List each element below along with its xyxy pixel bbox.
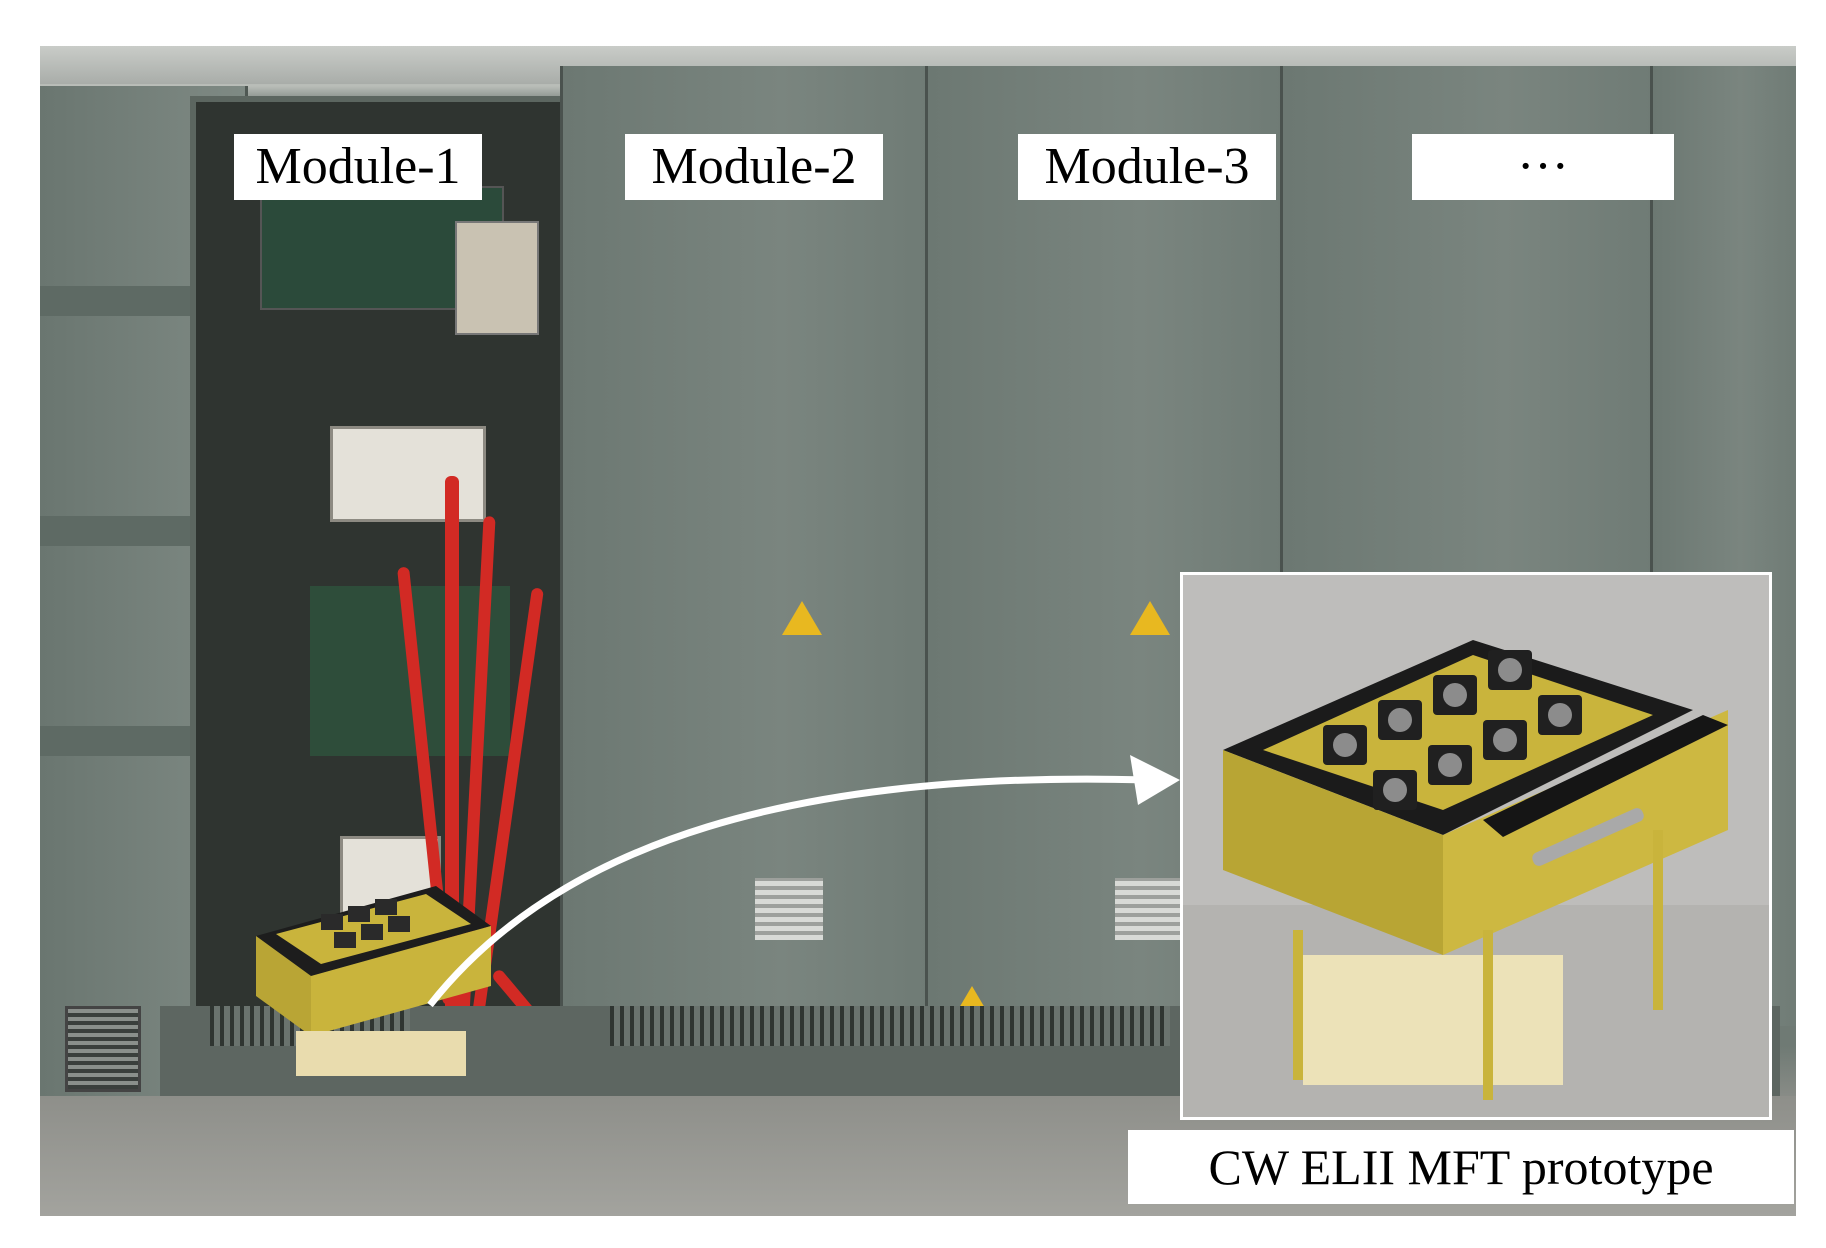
module-2-label: Module-2	[625, 134, 883, 200]
mft-prototype-inset	[1180, 572, 1772, 1120]
door-louver	[1115, 878, 1183, 940]
high-voltage-warning-icon	[782, 601, 822, 635]
module-1-label: Module-1	[234, 134, 482, 200]
mft-prototype-photo	[1183, 575, 1769, 1117]
igbt-module	[330, 426, 486, 522]
high-voltage-warning-icon	[1130, 601, 1170, 635]
mft-on-floor	[256, 886, 491, 1076]
module-3-label: Module-3	[1018, 134, 1276, 200]
door-louver	[755, 878, 823, 940]
inset-caption: CW ELII MFT prototype	[1128, 1130, 1794, 1204]
module-more-label: ···	[1412, 134, 1674, 200]
door-vent	[65, 1006, 141, 1092]
inductor	[455, 221, 539, 335]
module-2-door	[560, 66, 928, 1026]
base-grille	[610, 1006, 1170, 1046]
